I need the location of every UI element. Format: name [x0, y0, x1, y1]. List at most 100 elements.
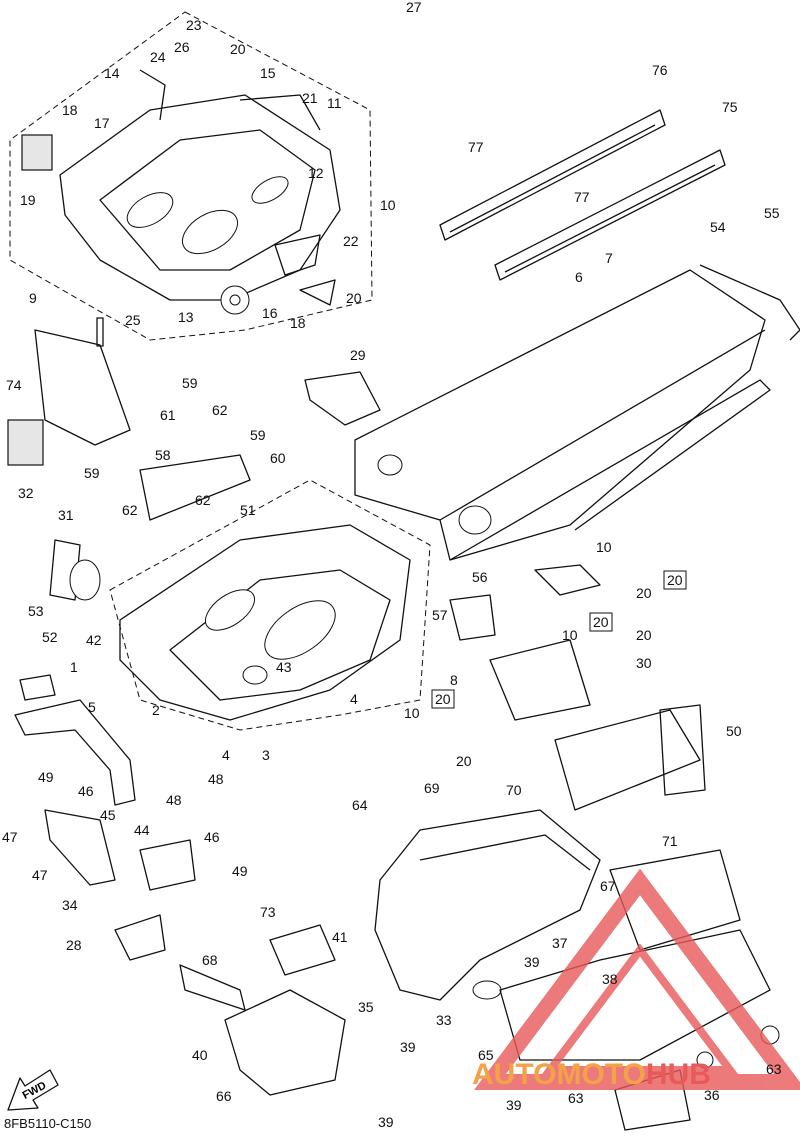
callout-10: 10 — [596, 539, 612, 555]
callout-47: 47 — [32, 867, 48, 883]
callout-71: 71 — [662, 833, 678, 849]
callout-23: 23 — [186, 17, 202, 33]
callout-62: 62 — [122, 502, 138, 518]
callout-40: 40 — [192, 1047, 208, 1063]
callout-77: 77 — [574, 189, 590, 205]
callout-37: 37 — [552, 935, 568, 951]
callout-68: 68 — [202, 952, 218, 968]
callout-49: 49 — [232, 863, 248, 879]
callout-74: 74 — [6, 377, 22, 393]
watermark-logo — [474, 868, 800, 1090]
callout-20: 20 — [456, 753, 472, 769]
callout-58: 58 — [155, 447, 171, 463]
callout-12: 12 — [308, 165, 324, 181]
callout-22: 22 — [343, 233, 359, 249]
callout-7: 7 — [605, 250, 613, 266]
callout-39: 39 — [524, 954, 540, 970]
figure-code: 8FB5110-C150 — [4, 1116, 92, 1131]
callout-20: 20 — [230, 41, 246, 57]
callout-39: 39 — [400, 1039, 416, 1055]
callout-53: 53 — [28, 603, 44, 619]
callout-31: 31 — [58, 507, 74, 523]
callout-36: 36 — [704, 1087, 720, 1103]
boxed-ref-frame — [589, 612, 613, 632]
watermark-hub: HUB — [646, 1058, 711, 1091]
boxed-ref-frame — [663, 570, 687, 590]
callout-33: 33 — [436, 1012, 452, 1028]
callout-75: 75 — [722, 99, 738, 115]
callout-28: 28 — [66, 937, 82, 953]
callout-76: 76 — [652, 62, 668, 78]
callout-3: 3 — [262, 747, 270, 763]
callout-8: 8 — [450, 672, 458, 688]
callout-20: 20 — [636, 585, 652, 601]
middle-frame-assembly — [49, 454, 411, 721]
callout-60: 60 — [270, 450, 286, 466]
callout-64: 64 — [352, 797, 368, 813]
middle-frame-group-boundary — [109, 479, 431, 731]
callout-4: 4 — [222, 747, 230, 763]
callout-1: 1 — [70, 659, 78, 675]
boxed-ref-20: 20 — [667, 572, 683, 588]
callout-10: 10 — [562, 627, 578, 643]
callout-73: 73 — [260, 904, 276, 920]
callout-18: 18 — [290, 315, 306, 331]
callout-59: 59 — [84, 465, 100, 481]
callout-32: 32 — [18, 485, 34, 501]
callout-61: 61 — [160, 407, 176, 423]
callout-45: 45 — [100, 807, 116, 823]
callout-9: 9 — [29, 290, 37, 306]
callout-55: 55 — [764, 205, 780, 221]
watermark-auto: AUTOMOTO — [472, 1058, 646, 1091]
watermark-text: AUTOMOTOHUB — [472, 1058, 711, 1091]
front-cowling — [179, 809, 780, 1131]
callout-39: 39 — [378, 1114, 394, 1130]
callout-10: 10 — [380, 197, 396, 213]
callout-17: 17 — [94, 115, 110, 131]
callout-66: 66 — [216, 1088, 232, 1104]
callout-6: 6 — [575, 269, 583, 285]
callout-67: 67 — [600, 878, 616, 894]
callout-13: 13 — [178, 309, 194, 325]
upper-frame-group-boundary — [9, 11, 373, 341]
callout-38: 38 — [602, 971, 618, 987]
callout-43: 43 — [276, 659, 292, 675]
callout-51: 51 — [240, 502, 256, 518]
callout-44: 44 — [134, 822, 150, 838]
callout-20: 20 — [636, 627, 652, 643]
callout-50: 50 — [726, 723, 742, 739]
callout-62: 62 — [212, 402, 228, 418]
rear-parts — [449, 564, 706, 811]
callout-27: 27 — [406, 0, 422, 15]
callout-54: 54 — [710, 219, 726, 235]
callout-59: 59 — [250, 427, 266, 443]
callout-41: 41 — [332, 929, 348, 945]
callout-26: 26 — [174, 39, 190, 55]
callout-48: 48 — [208, 771, 224, 787]
callout-57: 57 — [432, 607, 448, 623]
boxed-ref-frame — [431, 689, 455, 709]
callout-70: 70 — [506, 782, 522, 798]
callout-56: 56 — [472, 569, 488, 585]
tunnel — [354, 264, 800, 561]
callout-18: 18 — [62, 102, 78, 118]
callout-19: 19 — [20, 192, 36, 208]
callout-63: 63 — [766, 1061, 782, 1077]
callout-48: 48 — [166, 792, 182, 808]
callout-65: 65 — [478, 1047, 494, 1063]
callout-49: 49 — [38, 769, 54, 785]
front-bumper — [14, 674, 196, 961]
side-panels-left — [7, 317, 381, 466]
boxed-ref-20: 20 — [593, 614, 609, 630]
callout-63: 63 — [568, 1090, 584, 1106]
callout-47: 47 — [2, 829, 18, 845]
callout-15: 15 — [260, 65, 276, 81]
callout-11: 11 — [327, 95, 342, 111]
callout-34: 34 — [62, 897, 78, 913]
callout-42: 42 — [86, 632, 102, 648]
callout-46: 46 — [204, 829, 220, 845]
callout-10: 10 — [404, 705, 420, 721]
callout-20: 20 — [346, 290, 362, 306]
